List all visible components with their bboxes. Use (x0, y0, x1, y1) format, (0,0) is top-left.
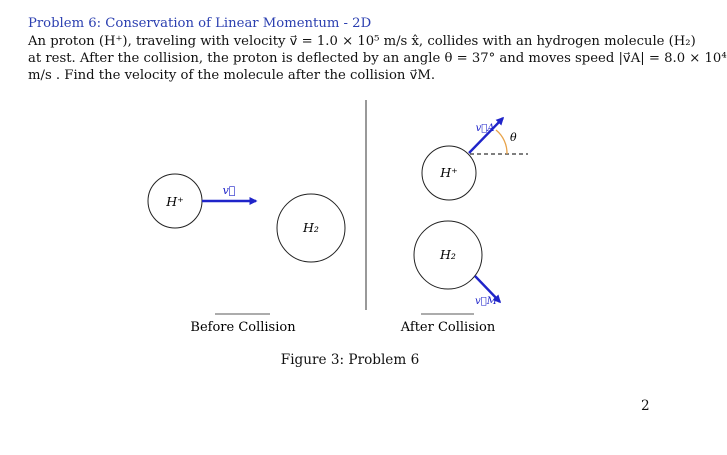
angle-arc (495, 129, 508, 155)
molecule-after (413, 220, 483, 290)
page-number: 2 (641, 398, 650, 414)
proton-after (421, 145, 477, 201)
molecule-label: H₂ (302, 220, 319, 235)
velocity-label: v⃗ (223, 184, 236, 197)
molecule-after-label: H₂ (439, 247, 456, 262)
problem-title: Problem 6: Conservation of Linear Moment… (28, 16, 372, 31)
proton-label: H⁺ (165, 194, 184, 209)
before-collision-label: Before Collision (190, 320, 296, 335)
proton-after-velocity-arrow (468, 116, 505, 154)
proton-after-label: H⁺ (439, 165, 458, 180)
figure-caption: Figure 3: Problem 6 (280, 352, 420, 368)
molecule-before (276, 193, 346, 263)
statement-line: at rest. After the collision, the proton… (28, 51, 727, 66)
after-collision-label: After Collision (400, 320, 496, 335)
proton-after-velocity-label: v⃗A (476, 123, 495, 134)
statement-line: m/s . Find the velocity of the molecule … (28, 68, 436, 83)
statement-line: An proton (H⁺), traveling with velocity … (28, 34, 696, 49)
collision-figure: H⁺ v⃗ H₂ Before Collision H⁺ θ v⃗A H₂ v⃗… (147, 100, 528, 335)
angle-label: θ (510, 131, 517, 144)
problem-statement: An proton (H⁺), traveling with velocity … (28, 33, 727, 84)
molecule-after-velocity-arrow (474, 275, 502, 304)
molecule-after-velocity-label: v⃗M (475, 296, 498, 307)
